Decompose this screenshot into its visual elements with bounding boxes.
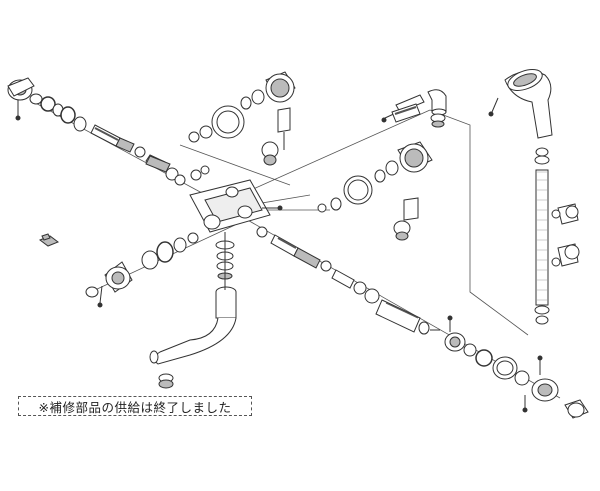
left-handle-top [7, 77, 35, 121]
spout-mount-rings [215, 232, 235, 290]
faucet-main-body [189, 179, 283, 233]
discontinued-notice: ※補修部品の供給は終了しました [18, 396, 252, 416]
top-cover-ring [188, 105, 245, 143]
shower-switch-knob [317, 141, 433, 241]
thermo-spindle-center [256, 226, 380, 304]
hex-wrench-part [38, 233, 60, 247]
shower-hook-brackets [551, 203, 580, 267]
thermo-cartridge [375, 299, 440, 335]
right-handle-assembly [444, 315, 589, 419]
left-handle-bottom [85, 232, 199, 308]
body-side-fitting [145, 155, 210, 181]
left-valve-spindle [90, 124, 186, 186]
shower-head [488, 69, 553, 139]
top-knob-assembly [240, 71, 296, 166]
top-center-spindle [391, 103, 421, 123]
shower-hose [534, 147, 550, 325]
left-valve-rings [29, 93, 87, 132]
elbow-fitting [381, 89, 447, 128]
faucet-spout [149, 286, 237, 389]
